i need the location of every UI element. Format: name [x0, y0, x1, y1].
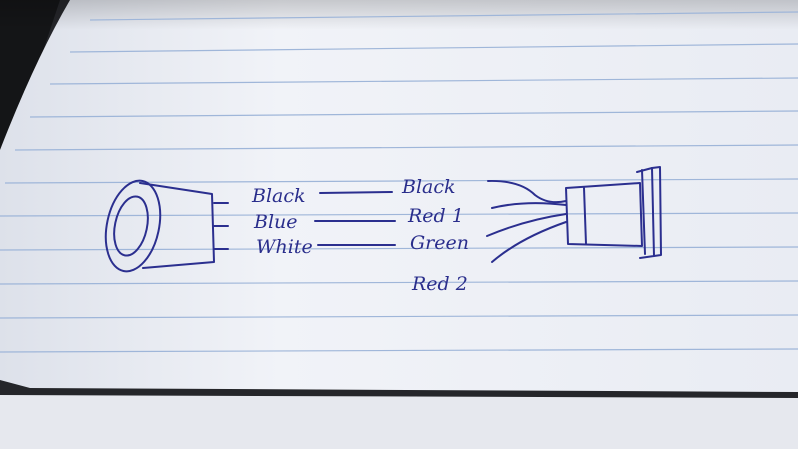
dark-object [0, 0, 60, 150]
right-connector-drawing [565, 166, 662, 259]
wire-curves [486, 179, 567, 263]
left-wire-label: Black [251, 185, 306, 207]
left-wire-label: White [256, 236, 313, 258]
paper-sheet [0, 0, 798, 392]
right-wire-label: Green [410, 232, 469, 254]
wire-lines [314, 191, 396, 246]
left-wire-label: Blue [253, 211, 298, 233]
right-wire-label: Red 2 [411, 273, 468, 295]
left-wire-labels: Black Blue White [251, 185, 313, 258]
right-wire-label: Black [401, 176, 456, 198]
rule-lines [0, 11, 798, 353]
right-wire-labels: Black Red 1 Green Red 2 [401, 176, 469, 295]
paper-sheet-lower [0, 395, 798, 449]
right-wire-label: Red 1 [407, 205, 464, 227]
left-connector-drawing [104, 179, 229, 273]
